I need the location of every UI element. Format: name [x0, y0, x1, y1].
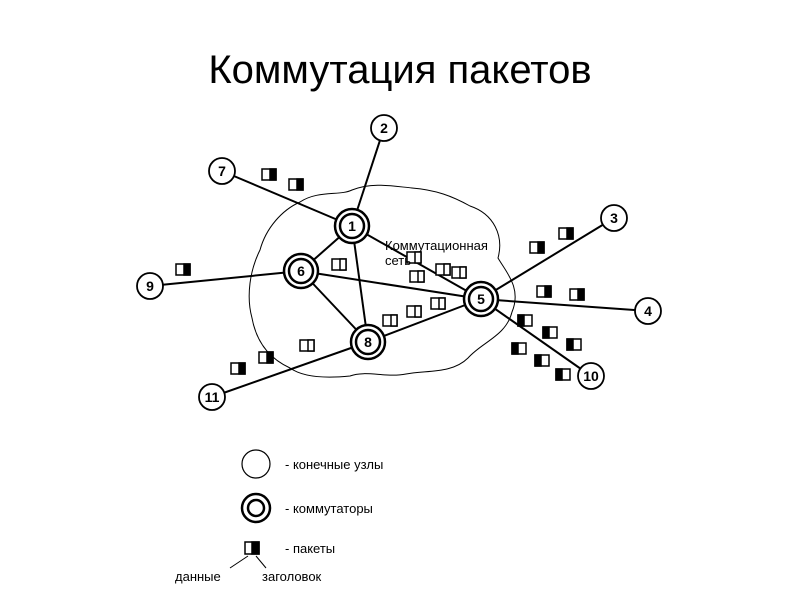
network-label-line2: сеть [385, 253, 411, 268]
end-node: 2 [370, 114, 398, 142]
switch-node: 5 [462, 280, 500, 318]
legend-switch: - коммутаторы [240, 492, 373, 524]
switch-label: 6 [297, 263, 305, 279]
packet [288, 178, 304, 191]
end-node-label: 7 [218, 163, 226, 179]
legend-end-node-label: - конечные узлы [285, 457, 383, 472]
legend: - конечные узлы - коммутаторы - пакеты д… [175, 449, 383, 584]
switch-label: 5 [477, 291, 485, 307]
packet [435, 263, 451, 276]
packet [569, 288, 585, 301]
packet [406, 305, 422, 318]
legend-packet-label: - пакеты [285, 541, 335, 556]
packet [511, 342, 527, 355]
link-8-11 [211, 341, 369, 398]
network-label-line1: Коммутационная [385, 238, 488, 253]
end-node: 9 [136, 272, 164, 300]
packet [258, 351, 274, 364]
switch-node: 1 [333, 207, 371, 245]
end-node-label: 3 [610, 210, 618, 226]
network-cloud [248, 184, 516, 378]
packet [529, 241, 545, 254]
packet [382, 314, 398, 327]
packet [534, 354, 550, 367]
end-node-label: 4 [644, 303, 652, 319]
packet [430, 297, 446, 310]
legend-end-node: - конечные узлы [241, 449, 383, 479]
switch-node: 8 [349, 323, 387, 361]
link-6-9 [149, 270, 302, 287]
link-1-8 [351, 225, 369, 343]
packet [331, 258, 347, 271]
end-node: 11 [198, 383, 226, 411]
packet [261, 168, 277, 181]
legend-data-label: данные [175, 569, 221, 584]
packet [558, 227, 574, 240]
packet [451, 266, 467, 279]
packets [175, 168, 585, 381]
link-8-5 [367, 298, 482, 343]
switch-label: 1 [348, 218, 356, 234]
switch-label: 8 [364, 334, 372, 350]
link-5-10 [480, 298, 592, 377]
end-node: 4 [634, 297, 662, 325]
packet [517, 314, 533, 327]
packet [555, 368, 571, 381]
end-node-label: 9 [146, 278, 154, 294]
end-node: 3 [600, 204, 628, 232]
end-node-label: 11 [205, 389, 220, 405]
end-node-label: 2 [380, 120, 388, 136]
end-node-label: 10 [583, 368, 599, 384]
packet [409, 270, 425, 283]
packet [230, 362, 246, 375]
link-1-7 [221, 170, 353, 227]
legend-switch-label: - коммутаторы [285, 501, 373, 516]
packet [566, 338, 582, 351]
legend-packet: - пакеты данные заголовок [175, 541, 335, 584]
link-6-5 [300, 270, 482, 300]
link-5-4 [480, 298, 649, 312]
end-node: 7 [208, 157, 236, 185]
page-title: Коммутация пакетов [208, 48, 592, 92]
packet [175, 263, 191, 276]
link-5-3 [480, 217, 615, 300]
packet [406, 251, 422, 264]
switch-node: 6 [282, 252, 320, 290]
end-node: 10 [577, 362, 605, 390]
packet [542, 326, 558, 339]
packet [536, 285, 552, 298]
packet [299, 339, 315, 352]
legend-header-label: заголовок [262, 569, 322, 584]
